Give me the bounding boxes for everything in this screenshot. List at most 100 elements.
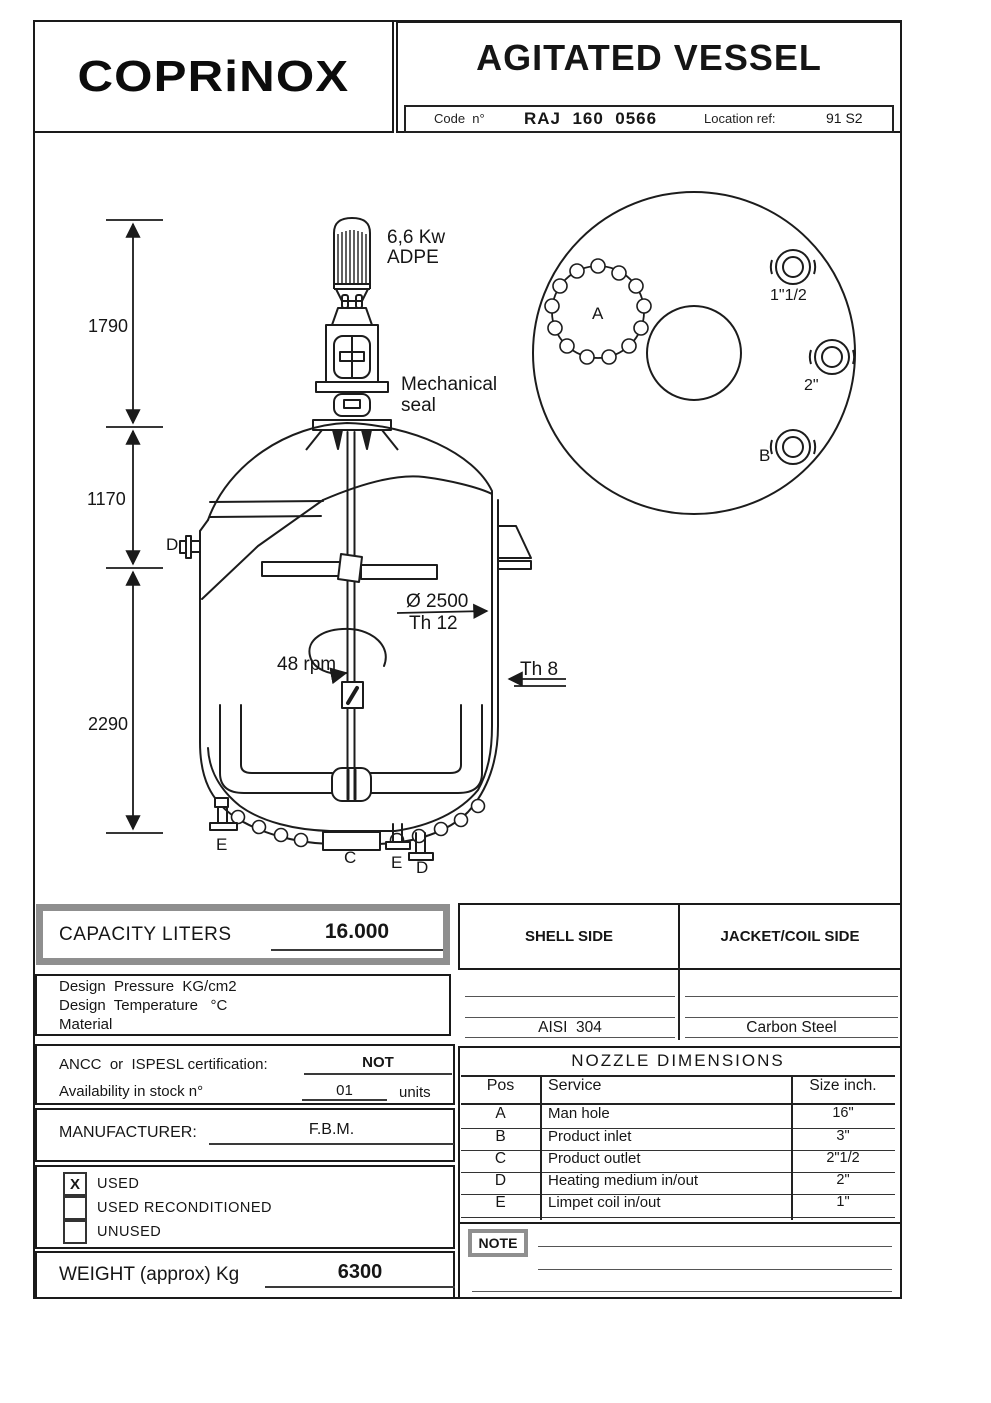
vessel-top-view [532,191,856,515]
nozzle-e-right-label: E [391,853,402,872]
capacity-label: CAPACITY LITERS [59,924,232,945]
code-label: Code n° [434,111,485,126]
row-c-service: Product outlet [548,1150,641,1167]
availability-label: Availability in stock n° [59,1083,204,1100]
top-nozzle-1-1-2 [769,249,817,285]
table-row: A Man hole 16" [461,1105,895,1129]
condition-row-used-reconditioned: USED RECONDITIONED [63,1196,272,1220]
vessel-technical-drawing: 1790 1170 2290 [87,191,856,877]
title-box: AGITATED VESSEL Code n° RAJ 160 0566 Loc… [396,21,902,133]
used-label: USED [97,1176,140,1192]
nozzle-table-title: NOZZLE DIMENSIONS [461,1049,895,1077]
top-nozzle-2 [808,339,856,375]
nozzle-table-header-row: Pos Service Size inch. [461,1077,895,1105]
unused-checkbox [63,1220,87,1244]
row-b-service: Product inlet [548,1128,632,1145]
weight-box: WEIGHT (approx) Kg 6300 [35,1251,455,1299]
size-header: Size inch. [809,1077,877,1094]
table-row: B Product inlet 3" [461,1128,895,1151]
row-e-size: 1" [836,1194,850,1210]
dim-1170-label: 1170 [87,489,126,509]
nozzle-b-top-label: B [759,446,770,465]
page-title: AGITATED VESSEL [476,37,822,78]
jacket-coil-side-header: JACKET/COIL SIDE [678,903,902,970]
size-2-label: 2" [804,377,819,394]
location-ref-label: Location ref: [704,111,776,126]
manhole-a-label: A [592,304,604,323]
unused-label: UNUSED [97,1224,162,1240]
company-logo: COPRiNOX [77,51,350,101]
location-ref-value: 91 S2 [826,110,863,126]
vessel-body [179,422,532,861]
size-column-divider [791,1077,793,1220]
manufacturer-box: MANUFACTURER: F.B.M. [35,1108,455,1162]
weight-label: WEIGHT (approx) Kg [59,1264,240,1285]
top-nozzle-b [769,429,817,465]
note-label: NOTE [468,1229,528,1257]
nozzle-c-label: C [344,848,356,867]
row-b-pos: B [495,1128,506,1145]
pos-header: Pos [486,1077,515,1094]
manhole-bolts [544,258,652,365]
manufacturer-label: MANUFACTURER: [59,1124,197,1141]
shell-side-header: SHELL SIDE [458,903,680,970]
row-a-service: Man hole [548,1105,610,1122]
nozzle-d-bottom-label: D [416,858,428,877]
pos-column-divider [540,1077,542,1220]
condition-box: X USED USED RECONDITIONED UNUSED [35,1165,455,1249]
row-b-size: 3" [836,1128,850,1144]
nozzle-e-left-label: E [216,835,227,854]
rpm-label: 48 rpm [277,654,336,675]
row-d-pos: D [494,1172,507,1189]
motor-power-label: 6,6 Kw [387,227,445,248]
design-pressure-label: Design Pressure KG/cm2 [59,977,237,995]
certification-label: ANCC or ISPESL certification: [59,1056,268,1073]
certification-box: ANCC or ISPESL certification: NOT Availa… [35,1044,455,1105]
motor-type-label: ADPE [387,247,439,268]
shell-thickness-label: Th 12 [409,613,458,634]
diameter-label: Ø 2500 [406,591,468,612]
availability-units: units [399,1084,431,1101]
service-header: Service [548,1077,602,1094]
dim-2290-label: 2290 [88,714,128,734]
used-checkbox: X [63,1172,87,1196]
table-row: D Heating medium in/out 2" [461,1172,895,1195]
capacity-value: 16.000 [324,920,390,943]
manufacturer-value: F.B.M. [308,1121,355,1138]
dimension-lines [106,219,163,834]
mechanical-seal-label-2: seal [401,395,436,416]
capacity-box: CAPACITY LITERS 16.000 [36,904,450,965]
dim-1790-label: 1790 [88,316,128,336]
row-e-service: Limpet coil in/out [548,1194,661,1211]
note-box: NOTE [458,1222,902,1299]
row-e-pos: E [495,1194,506,1211]
shell-material-value: AISI 304 [538,1019,602,1036]
row-a-size: 16" [832,1105,854,1121]
jacket-material-value: Carbon Steel [746,1019,837,1036]
row-c-size: 2"1/2 [826,1150,860,1166]
column-divider [678,966,680,1040]
size-1-1-2-label: 1"1/2 [770,287,807,304]
design-parameters-box: Design Pressure KG/cm2 Design Temperatur… [35,974,451,1036]
row-d-service: Heating medium in/out [548,1172,699,1189]
row-c-pos: C [494,1150,507,1167]
used-reconditioned-label: USED RECONDITIONED [97,1200,272,1216]
row-a-pos: A [495,1105,506,1122]
condition-row-used: X USED [63,1172,140,1196]
design-temperature-label: Design Temperature °C [59,996,228,1014]
diameter-arrow [396,603,489,619]
agitator-drive [305,217,399,451]
code-strip: Code n° RAJ 160 0566 Location ref: 91 S2 [404,105,894,133]
motor-fins [337,230,367,283]
row-d-size: 2" [836,1172,850,1188]
jacket-thickness-label: Th 8 [520,659,558,680]
used-reconditioned-checkbox [63,1196,87,1220]
logo-box: COPRiNOX [33,20,394,133]
code-value: RAJ 160 0566 [524,109,658,128]
weight-value: 6300 [337,1261,383,1283]
mechanical-seal-label-1: Mechanical [401,374,497,395]
table-row: E Limpet coil in/out 1" [461,1194,895,1218]
certification-value: NOT [362,1054,394,1071]
nozzle-d-side-label: D [166,535,178,554]
